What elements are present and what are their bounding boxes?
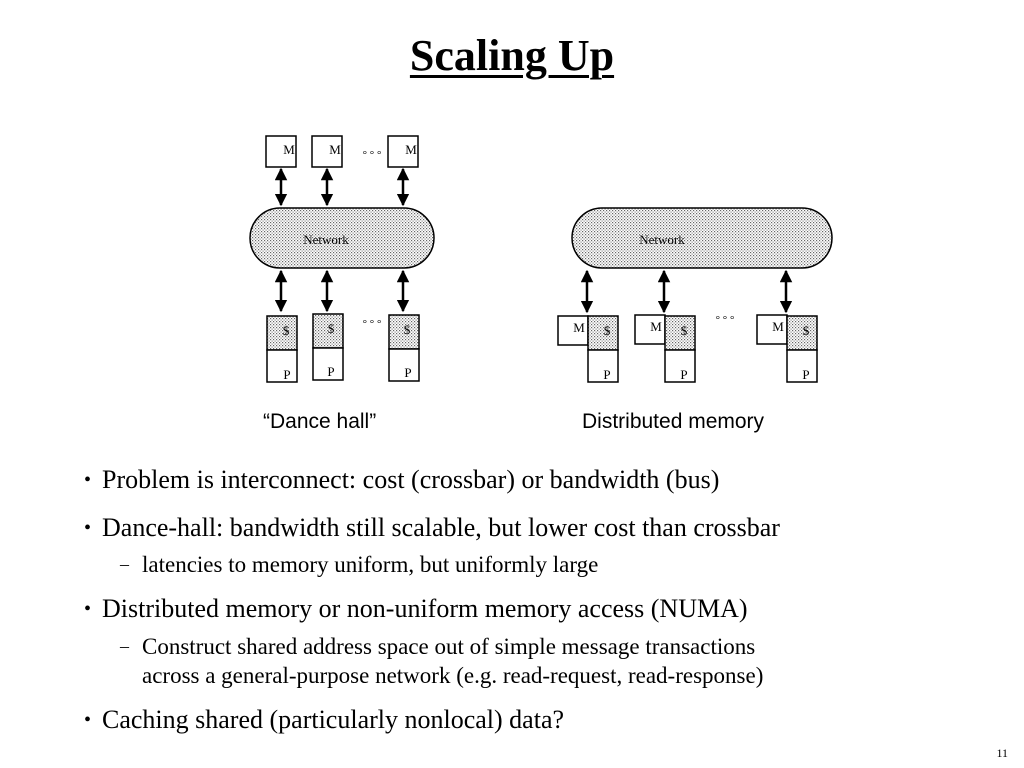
bullet-marker: •: [84, 598, 92, 620]
dance-hall-memory-module: M: [265, 135, 297, 168]
distributed-node: M $ P: [756, 314, 818, 383]
svg-text:M: M: [405, 142, 417, 157]
bullet-marker: •: [84, 469, 92, 491]
sub-bullet-text: Construct shared address space out of si…: [142, 634, 756, 659]
svg-text:$: $: [604, 323, 611, 338]
dance-hall-caption: “Dance hall”: [263, 410, 377, 433]
dance-hall-memory-module: M: [311, 135, 343, 168]
distributed-memory-diagram: Network M $ P M $ P M $: [557, 207, 833, 383]
svg-text:$: $: [681, 323, 688, 338]
page-number: 11: [996, 746, 1008, 760]
svg-text:M: M: [650, 319, 662, 334]
svg-text:Network: Network: [303, 232, 349, 247]
svg-text:$: $: [404, 322, 411, 337]
svg-text:P: P: [603, 367, 610, 382]
slide-title: Scaling Up: [409, 31, 615, 80]
svg-text:M: M: [772, 319, 784, 334]
dance-hall-diagram: M M M ° ° ° Network $ P: [249, 135, 435, 383]
ellipsis: ° ° °: [363, 318, 382, 330]
bullet-text: Problem is interconnect: cost (crossbar)…: [102, 465, 720, 494]
sub-bullet-marker: –: [120, 636, 129, 656]
bullet-marker: •: [84, 517, 92, 539]
bullet-text: Distributed memory or non-uniform memory…: [102, 594, 748, 623]
bullet-text: Caching shared (particularly nonlocal) d…: [102, 705, 565, 734]
svg-text:P: P: [802, 367, 809, 382]
svg-text:Network: Network: [639, 232, 685, 247]
distributed-node: M $ P: [557, 315, 619, 383]
dance-hall-processor-node: $ P: [388, 314, 420, 382]
svg-text:M: M: [329, 142, 341, 157]
distributed-node: M $ P: [634, 314, 696, 383]
sub-bullet-marker: –: [120, 554, 129, 574]
ellipsis: ° ° °: [716, 314, 735, 326]
svg-text:M: M: [573, 320, 585, 335]
dance-hall-processor-node: $ P: [312, 313, 344, 381]
ellipsis: ° ° °: [363, 149, 382, 161]
distributed-memory-caption: Distributed memory: [582, 410, 765, 433]
svg-text:P: P: [283, 367, 290, 382]
distributed-network: Network: [571, 207, 833, 269]
sub-bullet-text: across a general-purpose network (e.g. r…: [142, 663, 764, 688]
sub-bullet-text: latencies to memory uniform, but uniform…: [142, 552, 599, 577]
dance-hall-memory-module: M: [387, 135, 419, 168]
svg-text:$: $: [328, 321, 335, 336]
svg-text:$: $: [283, 323, 290, 338]
dance-hall-network: Network: [249, 207, 435, 269]
svg-text:P: P: [327, 364, 334, 379]
svg-text:M: M: [283, 142, 295, 157]
svg-text:$: $: [803, 323, 810, 338]
svg-text:P: P: [404, 365, 411, 380]
dance-hall-processor-node: $ P: [266, 315, 298, 383]
bullet-marker: •: [84, 709, 92, 731]
bullet-text: Dance-hall: bandwidth still scalable, bu…: [102, 513, 780, 542]
svg-text:P: P: [680, 367, 687, 382]
